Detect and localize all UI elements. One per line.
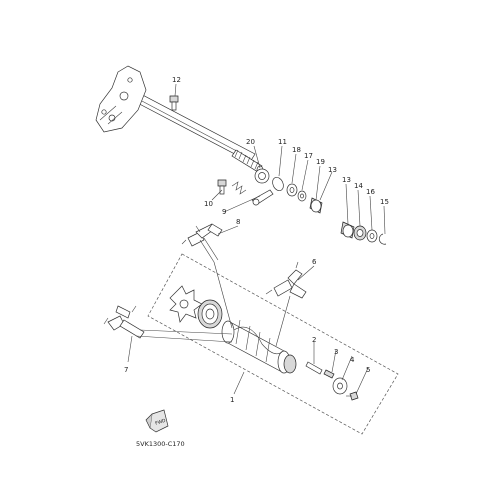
collar-20[interactable] [254,168,270,184]
callout-13b: 13 [342,176,351,184]
plate-4[interactable] [332,377,348,395]
callout-17: 17 [304,152,313,160]
callout-2: 2 [312,336,316,344]
callouts: 12 20 11 18 17 19 13 10 9 8 13 14 16 15 … [124,76,389,404]
dowel-3[interactable] [323,369,335,379]
callout-4: 4 [350,356,355,364]
callout-1: 1 [230,396,234,404]
circlip-15[interactable] [378,233,387,245]
callout-19: 19 [316,158,325,166]
shift-fork-6[interactable] [265,261,307,299]
bearing-13[interactable] [340,221,355,239]
pin-2[interactable] [305,361,323,375]
shift-fork-7[interactable] [103,305,233,343]
bearing-19[interactable] [309,197,323,214]
callout-11: 11 [278,138,287,146]
callout-18: 18 [292,146,301,154]
callout-9: 9 [222,208,226,216]
callout-3: 3 [334,348,338,356]
callout-14: 14 [354,182,363,190]
drawing-code: 5VK1300-C170 [136,440,185,448]
callout-8: 8 [236,218,240,226]
callout-10: 10 [204,200,213,208]
callout-20: 20 [246,138,255,146]
shift-shaft[interactable] [95,65,264,175]
fwd-arrow-icon: FWD [145,409,169,433]
circlip-11[interactable] [271,176,286,193]
bolt-10[interactable] [217,179,227,195]
fwd-label: FWD [155,418,167,427]
stopper-lever-9[interactable] [231,181,274,206]
shift-drum-1[interactable] [221,319,297,374]
segment-cam[interactable] [169,285,203,323]
callout-13a: 13 [328,166,337,174]
shift-drum-group-box [147,253,399,435]
bolt-12[interactable] [169,95,179,111]
washer-17[interactable] [297,190,307,202]
fork-guide-bars [213,261,291,347]
callout-5: 5 [366,366,370,374]
callout-7: 7 [124,366,128,374]
callout-6: 6 [312,258,317,266]
callout-12: 12 [172,76,181,84]
callout-16: 16 [366,188,375,196]
washer-18[interactable] [286,183,298,197]
leader-lines [127,83,386,395]
washer-16[interactable] [366,229,378,243]
drum-bearing[interactable] [197,299,223,329]
bearing-14[interactable] [353,225,367,241]
shift-fork-8[interactable] [181,223,223,263]
callout-15: 15 [380,198,389,206]
